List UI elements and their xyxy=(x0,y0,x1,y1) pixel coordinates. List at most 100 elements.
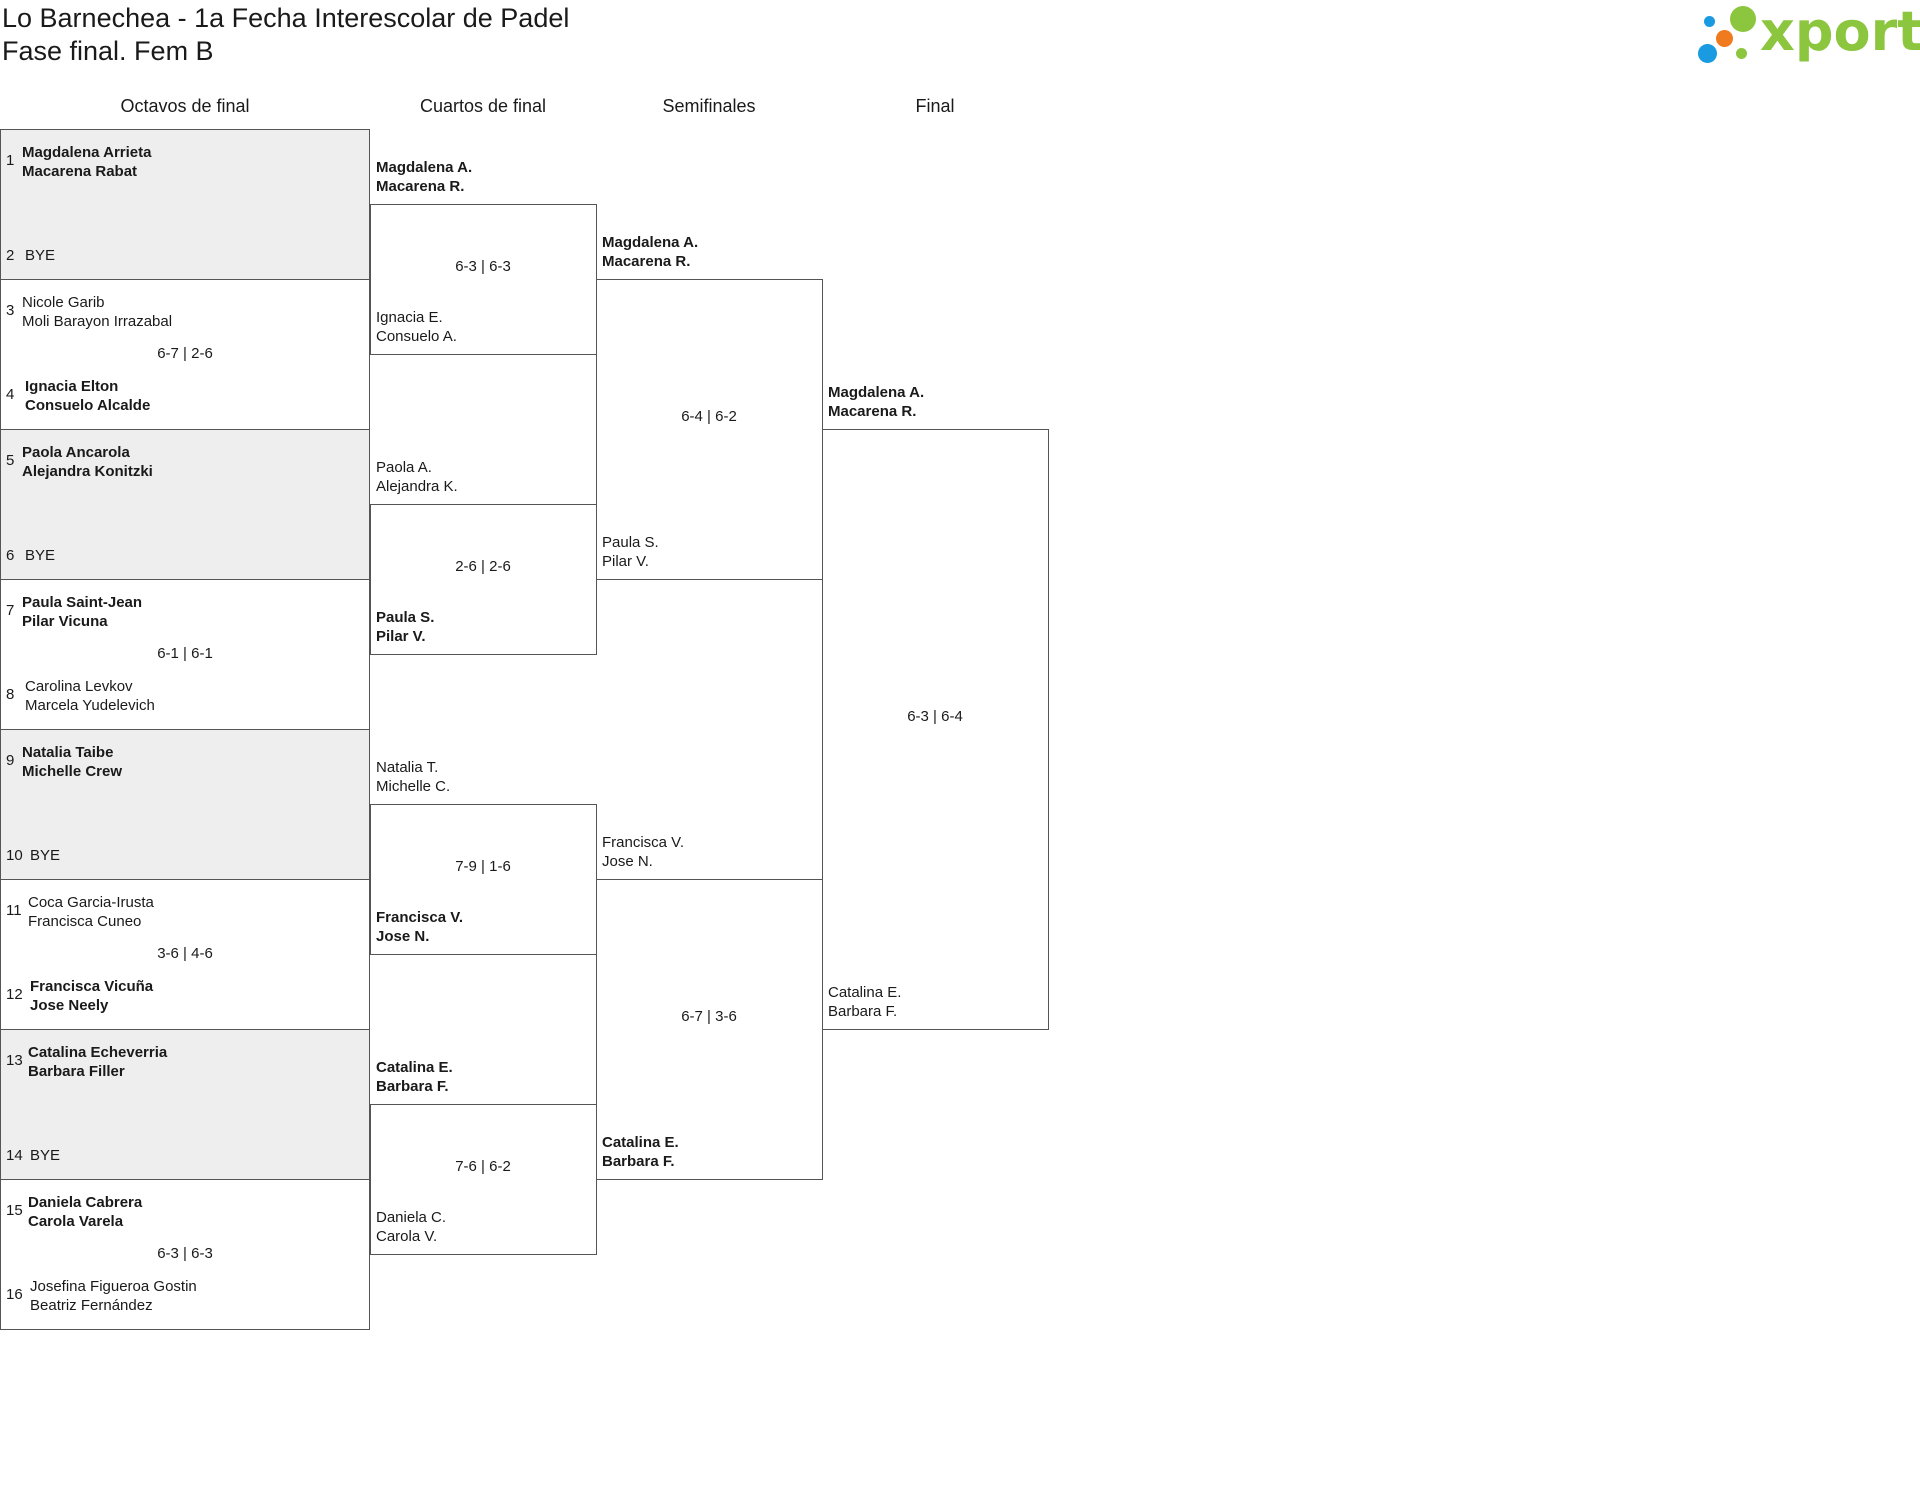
player-name: BYE xyxy=(30,847,61,864)
player-name: Ignacia Elton xyxy=(25,378,119,395)
player-name: Carola Varela xyxy=(28,1213,124,1230)
team-label: Pilar V. xyxy=(376,628,426,645)
team-label: Pilar V. xyxy=(602,553,649,570)
team-label: Francisca V. xyxy=(376,909,464,926)
match-box-octavos[interactable] xyxy=(0,1029,370,1180)
player-name: Michelle Crew xyxy=(22,763,123,780)
team-label: Jose N. xyxy=(376,928,430,945)
match-box-octavos[interactable] xyxy=(0,429,370,580)
player-name: Beatriz Fernández xyxy=(30,1297,153,1314)
logo-text: xporty xyxy=(1760,0,1920,63)
team-label: Macarena R. xyxy=(376,178,465,195)
team-label: Michelle C. xyxy=(376,778,451,795)
team-label: Ignacia E. xyxy=(376,309,443,326)
seed-number: 2 xyxy=(6,247,15,264)
player-name: Magdalena Arrieta xyxy=(22,144,152,161)
page-subtitle: Fase final. Fem B xyxy=(2,36,214,66)
seed-number: 6 xyxy=(6,547,15,564)
team-label: Jose N. xyxy=(602,853,653,870)
player-name: Barbara Filler xyxy=(28,1063,125,1080)
player-name: Carolina Levkov xyxy=(25,678,133,695)
round-header-final: Final xyxy=(915,96,955,116)
player-name: Francisca Vicuña xyxy=(30,978,154,995)
player-name: Catalina Echeverria xyxy=(28,1044,168,1061)
team-label: Consuelo A. xyxy=(376,328,457,345)
xporty-logo[interactable]: xporty xyxy=(1690,0,1920,72)
team-label: Paula S. xyxy=(376,609,435,626)
seed-number: 15 xyxy=(6,1202,23,1219)
team-label: Barbara F. xyxy=(828,1003,898,1020)
match-score: 6-1 | 6-1 xyxy=(157,645,213,662)
logo-dot-blue-small xyxy=(1704,16,1715,27)
match-score: 7-6 | 6-2 xyxy=(455,1158,511,1175)
team-label: Natalia T. xyxy=(376,759,439,776)
team-label: Francisca V. xyxy=(602,834,684,851)
match-score: 6-3 | 6-4 xyxy=(907,708,963,725)
player-name: BYE xyxy=(25,547,56,564)
seed-number: 9 xyxy=(6,752,15,769)
team-label: Carola V. xyxy=(376,1228,438,1245)
player-name: Jose Neely xyxy=(30,997,109,1014)
match-box-octavos[interactable] xyxy=(0,729,370,880)
team-label: Alejandra K. xyxy=(376,478,458,495)
player-name: BYE xyxy=(30,1147,61,1164)
match-score: 6-4 | 6-2 xyxy=(681,408,737,425)
player-name: Paula Saint-Jean xyxy=(22,594,143,611)
page-title: Lo Barnechea - 1a Fecha Interescolar de … xyxy=(2,3,570,33)
seed-number: 4 xyxy=(6,386,15,403)
seed-number: 7 xyxy=(6,602,15,619)
team-label: Paula S. xyxy=(602,534,659,551)
match-score: 2-6 | 2-6 xyxy=(455,558,511,575)
team-label: Catalina E. xyxy=(376,1059,453,1076)
seed-number: 11 xyxy=(6,902,22,919)
team-label: Barbara F. xyxy=(376,1078,449,1095)
seed-number: 14 xyxy=(6,1147,23,1164)
seed-number: 3 xyxy=(6,302,15,319)
team-label: Barbara F. xyxy=(602,1153,675,1170)
logo-dot-orange xyxy=(1716,30,1733,47)
player-name: Nicole Garib xyxy=(22,294,105,311)
player-name: Moli Barayon Irrazabal xyxy=(22,313,173,330)
player-name: Natalia Taibe xyxy=(22,744,114,761)
seed-number: 16 xyxy=(6,1286,23,1303)
seed-number: 8 xyxy=(6,686,15,703)
seed-number: 12 xyxy=(6,986,23,1003)
match-score: 6-7 | 3-6 xyxy=(681,1008,737,1025)
round-header-cuartos: Cuartos de final xyxy=(419,96,547,116)
seed-number: 1 xyxy=(6,152,15,169)
match-score: 6-3 | 6-3 xyxy=(157,1245,213,1262)
match-box-final[interactable] xyxy=(822,429,1049,1030)
match-score: 6-3 | 6-3 xyxy=(455,258,511,275)
team-label: Paola A. xyxy=(376,459,432,476)
player-name: Paola Ancarola xyxy=(22,444,130,461)
player-name: BYE xyxy=(25,247,56,264)
match-score: 7-9 | 1-6 xyxy=(455,858,511,875)
player-name: Coca Garcia-Irusta xyxy=(28,894,154,911)
player-name: Pilar Vicuna xyxy=(22,613,108,630)
player-name: Marcela Yudelevich xyxy=(25,697,155,714)
seed-number: 10 xyxy=(6,847,23,864)
seed-number: 5 xyxy=(6,452,15,469)
logo-dot-green xyxy=(1730,6,1756,32)
team-label: Catalina E. xyxy=(602,1134,679,1151)
team-label: Magdalena A. xyxy=(828,384,925,401)
match-score: 3-6 | 4-6 xyxy=(157,945,213,962)
team-label: Macarena R. xyxy=(828,403,917,420)
logo-dot-green-small xyxy=(1736,48,1747,59)
player-name: Consuelo Alcalde xyxy=(25,397,151,414)
seed-number: 13 xyxy=(6,1052,23,1069)
team-label: Magdalena A. xyxy=(376,159,473,176)
round-header-semis: Semifinales xyxy=(662,96,756,116)
player-name: Macarena Rabat xyxy=(22,163,138,180)
match-score: 6-7 | 2-6 xyxy=(157,345,213,362)
team-label: Catalina E. xyxy=(828,984,902,1001)
match-box-octavos[interactable] xyxy=(0,129,370,280)
logo-dot-blue-large xyxy=(1698,44,1717,63)
player-name: Daniela Cabrera xyxy=(28,1194,143,1211)
match-box-octavos[interactable] xyxy=(0,1179,370,1330)
team-label: Macarena R. xyxy=(602,253,691,270)
round-header-octavos: Octavos de final xyxy=(120,96,250,116)
player-name: Josefina Figueroa Gostin xyxy=(30,1278,197,1295)
player-name: Alejandra Konitzki xyxy=(22,463,153,480)
team-label: Magdalena A. xyxy=(602,234,699,251)
